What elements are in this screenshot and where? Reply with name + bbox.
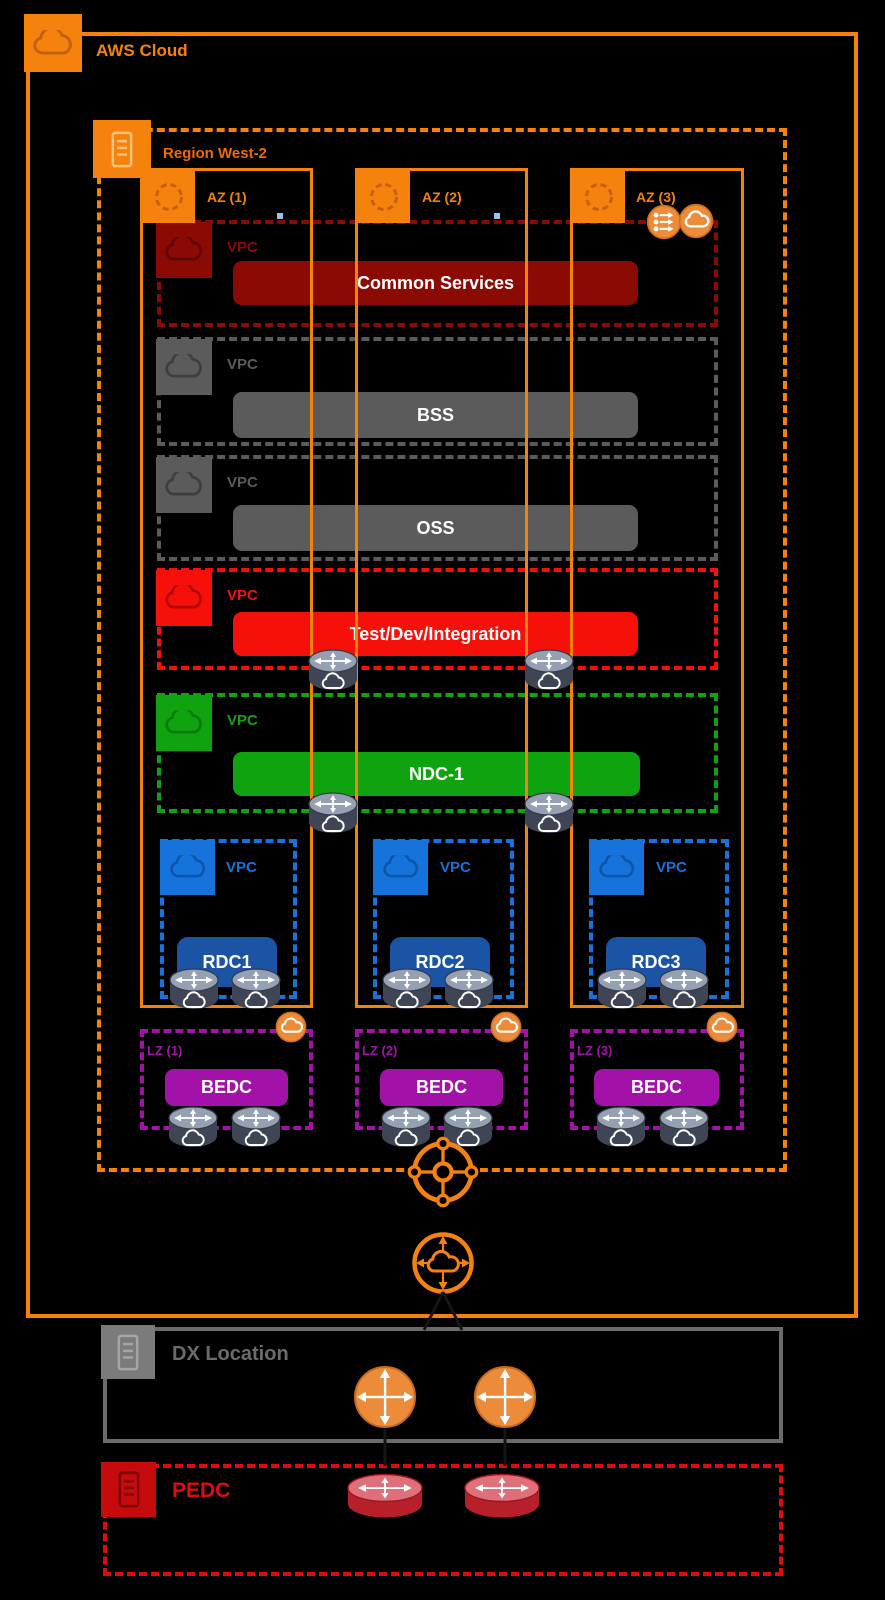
- csr-router-icon: [167, 1105, 219, 1151]
- aws-cloud-label: AWS Cloud: [96, 41, 188, 60]
- service-bar-bedc-2: BEDC: [380, 1069, 503, 1106]
- service-bar-bedc-1: BEDC: [165, 1069, 288, 1106]
- lz-label-3: LZ (3): [577, 1043, 613, 1058]
- az-box-1: [140, 168, 313, 1008]
- vpc-label: VPC: [656, 859, 687, 876]
- vpc-icon: [373, 840, 428, 895]
- local-zone-box-2: [355, 1029, 528, 1130]
- csr-router-icon: [168, 967, 220, 1013]
- vpc-icon: [156, 457, 212, 513]
- csr-router-icon: [658, 1105, 710, 1151]
- dx-router-icon: [470, 1363, 540, 1433]
- cloud-icon: [677, 202, 715, 240]
- vpc-label: VPC: [227, 239, 258, 256]
- vpc-box-rdc1: [160, 839, 297, 999]
- csr-router-icon: [230, 1105, 282, 1151]
- vpc-label: VPC: [227, 356, 258, 373]
- cloud-icon: [489, 1010, 523, 1044]
- az-icon: [573, 171, 625, 223]
- az-label-3: AZ (3): [636, 189, 676, 205]
- local-zone-box-1: [140, 1029, 313, 1130]
- csr-router-icon: [307, 791, 359, 837]
- vpc-icon: [156, 570, 212, 626]
- cloud-icon: [274, 1010, 308, 1044]
- local-zone-box-3: [570, 1029, 744, 1130]
- csr-router-icon: [443, 967, 495, 1013]
- csr-router-icon: [523, 648, 575, 694]
- dx-router-icon: [350, 1363, 420, 1433]
- dx-location-label: DX Location: [172, 1343, 289, 1365]
- customer-router-icon: [462, 1471, 542, 1523]
- csr-router-icon: [658, 967, 710, 1013]
- transit-gateway-icon: [405, 1134, 481, 1210]
- az-label-1: AZ (1): [207, 189, 247, 205]
- customer-router-icon: [345, 1471, 425, 1523]
- vpc-label: VPC: [227, 712, 258, 729]
- vpc-label: VPC: [227, 474, 258, 491]
- csr-router-icon: [381, 967, 433, 1013]
- region-label: Region West-2: [163, 145, 267, 162]
- vpc-label: VPC: [226, 859, 257, 876]
- csr-router-icon: [523, 791, 575, 837]
- service-bar-bedc-3: BEDC: [594, 1069, 719, 1106]
- vpc-box-rdc2: [373, 839, 514, 999]
- az-icon: [358, 171, 410, 223]
- vpc-box-ndc-1: [157, 693, 718, 813]
- az-box-2: [355, 168, 528, 1008]
- csr-router-icon: [307, 648, 359, 694]
- csr-router-icon: [595, 1105, 647, 1151]
- lz-label-2: LZ (2): [362, 1043, 398, 1058]
- vpc-icon: [160, 840, 215, 895]
- vpc-label: VPC: [440, 859, 471, 876]
- service-bar-rdc1: RDC1: [177, 937, 277, 987]
- csr-router-icon: [596, 967, 648, 1013]
- pedc-label: PEDC: [172, 1479, 231, 1502]
- az-box-3: [570, 168, 744, 1008]
- aws-cloud-icon: [24, 14, 82, 72]
- vpc-icon: [589, 840, 644, 895]
- lz-label-1: LZ (1): [147, 1043, 183, 1058]
- az-label-2: AZ (2): [422, 189, 462, 205]
- vpn-gateway-icon: [409, 1229, 477, 1297]
- az-icon: [143, 171, 195, 223]
- pedc-box: [103, 1464, 783, 1576]
- vpc-icon: [156, 339, 212, 395]
- csr-router-icon: [230, 967, 282, 1013]
- subnet-dot: [494, 213, 500, 219]
- vpc-label: VPC: [227, 587, 258, 604]
- vpc-icon: [156, 222, 212, 278]
- subnet-dot: [277, 213, 283, 219]
- pedc-building-icon: [101, 1462, 156, 1517]
- vpc-box-rdc3: [589, 839, 729, 999]
- vpc-icon: [156, 695, 212, 751]
- cloud-icon: [705, 1010, 739, 1044]
- data-center-icon: [101, 1325, 155, 1379]
